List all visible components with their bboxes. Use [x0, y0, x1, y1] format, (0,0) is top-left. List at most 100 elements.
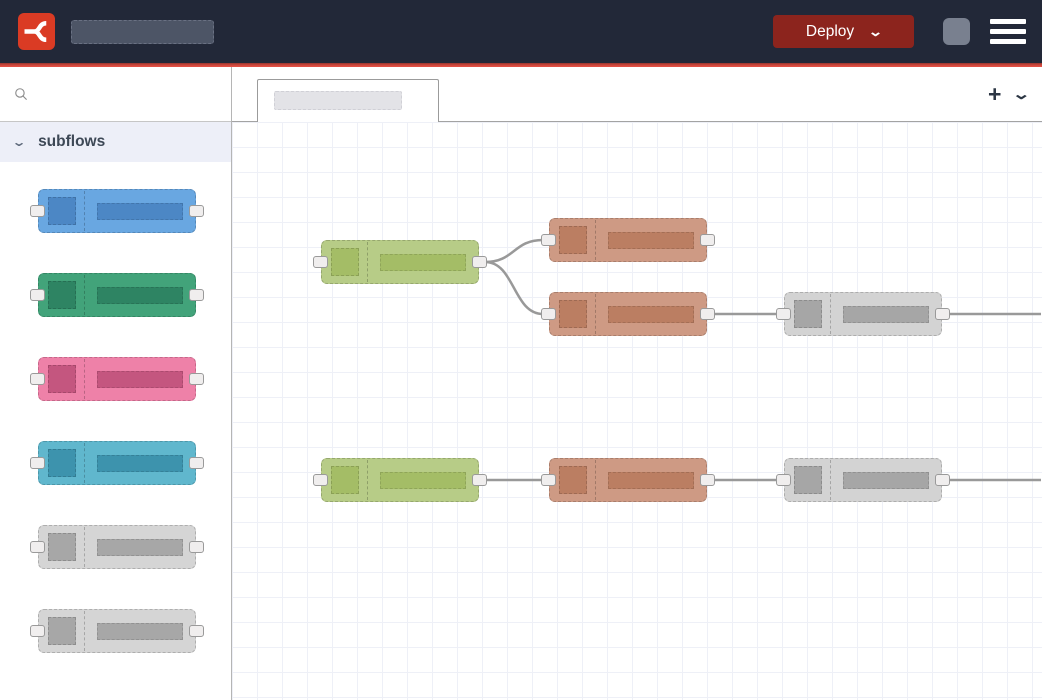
node-icon [331, 248, 359, 276]
node-label-placeholder [97, 623, 183, 640]
node-icon [48, 197, 76, 225]
node-icon [48, 533, 76, 561]
node-icon [559, 300, 587, 328]
input-port[interactable] [313, 256, 328, 268]
node-icon [48, 365, 76, 393]
subflow-pink[interactable] [30, 357, 204, 401]
palette-section-label: subflows [38, 133, 106, 150]
output-port[interactable] [189, 373, 204, 385]
flow-node-orange-2[interactable] [541, 292, 715, 336]
chevron-down-icon: ⌄ [11, 135, 27, 149]
node-icon [794, 300, 822, 328]
node-icon [794, 466, 822, 494]
input-port[interactable] [541, 308, 556, 320]
input-port[interactable] [776, 308, 791, 320]
node-label-placeholder [97, 539, 183, 556]
input-port[interactable] [541, 474, 556, 486]
node-icon [559, 466, 587, 494]
main-menu-button[interactable] [990, 15, 1026, 48]
node-separator [367, 242, 368, 282]
node-separator [830, 294, 831, 334]
node-label-placeholder [97, 455, 183, 472]
node-separator [84, 275, 85, 315]
output-port[interactable] [700, 234, 715, 246]
output-port[interactable] [189, 541, 204, 553]
flow-canvas[interactable] [232, 122, 1042, 700]
node-separator [367, 460, 368, 500]
output-port[interactable] [935, 474, 950, 486]
output-port[interactable] [189, 289, 204, 301]
palette-search-row[interactable] [0, 67, 231, 122]
output-port[interactable] [700, 308, 715, 320]
header-accent-line [0, 63, 1042, 67]
user-avatar[interactable] [943, 18, 970, 45]
subflow-cyan[interactable] [30, 441, 204, 485]
node-separator [84, 611, 85, 651]
node-separator [595, 220, 596, 260]
flow-node-orange-3[interactable] [541, 458, 715, 502]
flow-node-green-2[interactable] [313, 458, 487, 502]
input-port[interactable] [30, 625, 45, 637]
node-label-placeholder [608, 306, 694, 323]
deploy-button[interactable]: Deploy ⌄ [773, 15, 914, 48]
node-icon [331, 466, 359, 494]
node-separator [84, 191, 85, 231]
wire[interactable] [484, 260, 544, 316]
node-separator [830, 460, 831, 500]
node-icon [559, 226, 587, 254]
flow-list-chevron-icon[interactable]: ⌄ [1012, 86, 1032, 103]
node-label-placeholder [380, 472, 466, 489]
input-port[interactable] [776, 474, 791, 486]
node-label-placeholder [97, 371, 183, 388]
output-port[interactable] [700, 474, 715, 486]
hamburger-icon [990, 29, 1026, 34]
output-port[interactable] [189, 457, 204, 469]
palette-section-subflows[interactable]: ⌄ subflows [0, 122, 231, 162]
deploy-options-chevron-icon[interactable]: ⌄ [867, 23, 884, 39]
flow-tab-active[interactable] [257, 79, 439, 122]
deploy-label: Deploy [805, 22, 855, 40]
input-port[interactable] [30, 541, 45, 553]
add-flow-button[interactable]: + [987, 81, 1002, 107]
subflow-green[interactable] [30, 273, 204, 317]
input-port[interactable] [30, 205, 45, 217]
node-label-placeholder [97, 203, 183, 220]
flow-node-gray-2[interactable] [776, 458, 950, 502]
flow-node-green-1[interactable] [313, 240, 487, 284]
wire[interactable] [484, 238, 544, 264]
output-port[interactable] [189, 205, 204, 217]
input-port[interactable] [313, 474, 328, 486]
flow-node-orange-1[interactable] [541, 218, 715, 262]
node-label-placeholder [843, 472, 929, 489]
output-port[interactable] [472, 474, 487, 486]
subflow-blue[interactable] [30, 189, 204, 233]
search-icon [15, 88, 27, 100]
palette-node-list [0, 162, 231, 653]
subflow-gray-1[interactable] [30, 525, 204, 569]
output-port[interactable] [935, 308, 950, 320]
node-separator [84, 527, 85, 567]
subflow-gray-2[interactable] [30, 609, 204, 653]
flow-node-gray-1[interactable] [776, 292, 950, 336]
node-label-placeholder [608, 232, 694, 249]
workspace-tab-bar: + ⌄ [232, 67, 1042, 122]
node-red-logo[interactable] [18, 13, 55, 50]
input-port[interactable] [30, 373, 45, 385]
output-port[interactable] [472, 256, 487, 268]
node-label-placeholder [843, 306, 929, 323]
palette-search-input[interactable] [36, 86, 217, 102]
hamburger-icon [990, 39, 1026, 44]
node-icon [48, 281, 76, 309]
output-port[interactable] [189, 625, 204, 637]
node-label-placeholder [380, 254, 466, 271]
header-bar: Deploy ⌄ [0, 0, 1042, 63]
input-port[interactable] [30, 457, 45, 469]
node-separator [595, 460, 596, 500]
hamburger-icon [990, 19, 1026, 24]
node-red-branch-icon [24, 21, 47, 42]
node-separator [595, 294, 596, 334]
input-port[interactable] [541, 234, 556, 246]
input-port[interactable] [30, 289, 45, 301]
app-title-placeholder [71, 19, 214, 44]
workspace-column: + ⌄ [232, 67, 1042, 700]
